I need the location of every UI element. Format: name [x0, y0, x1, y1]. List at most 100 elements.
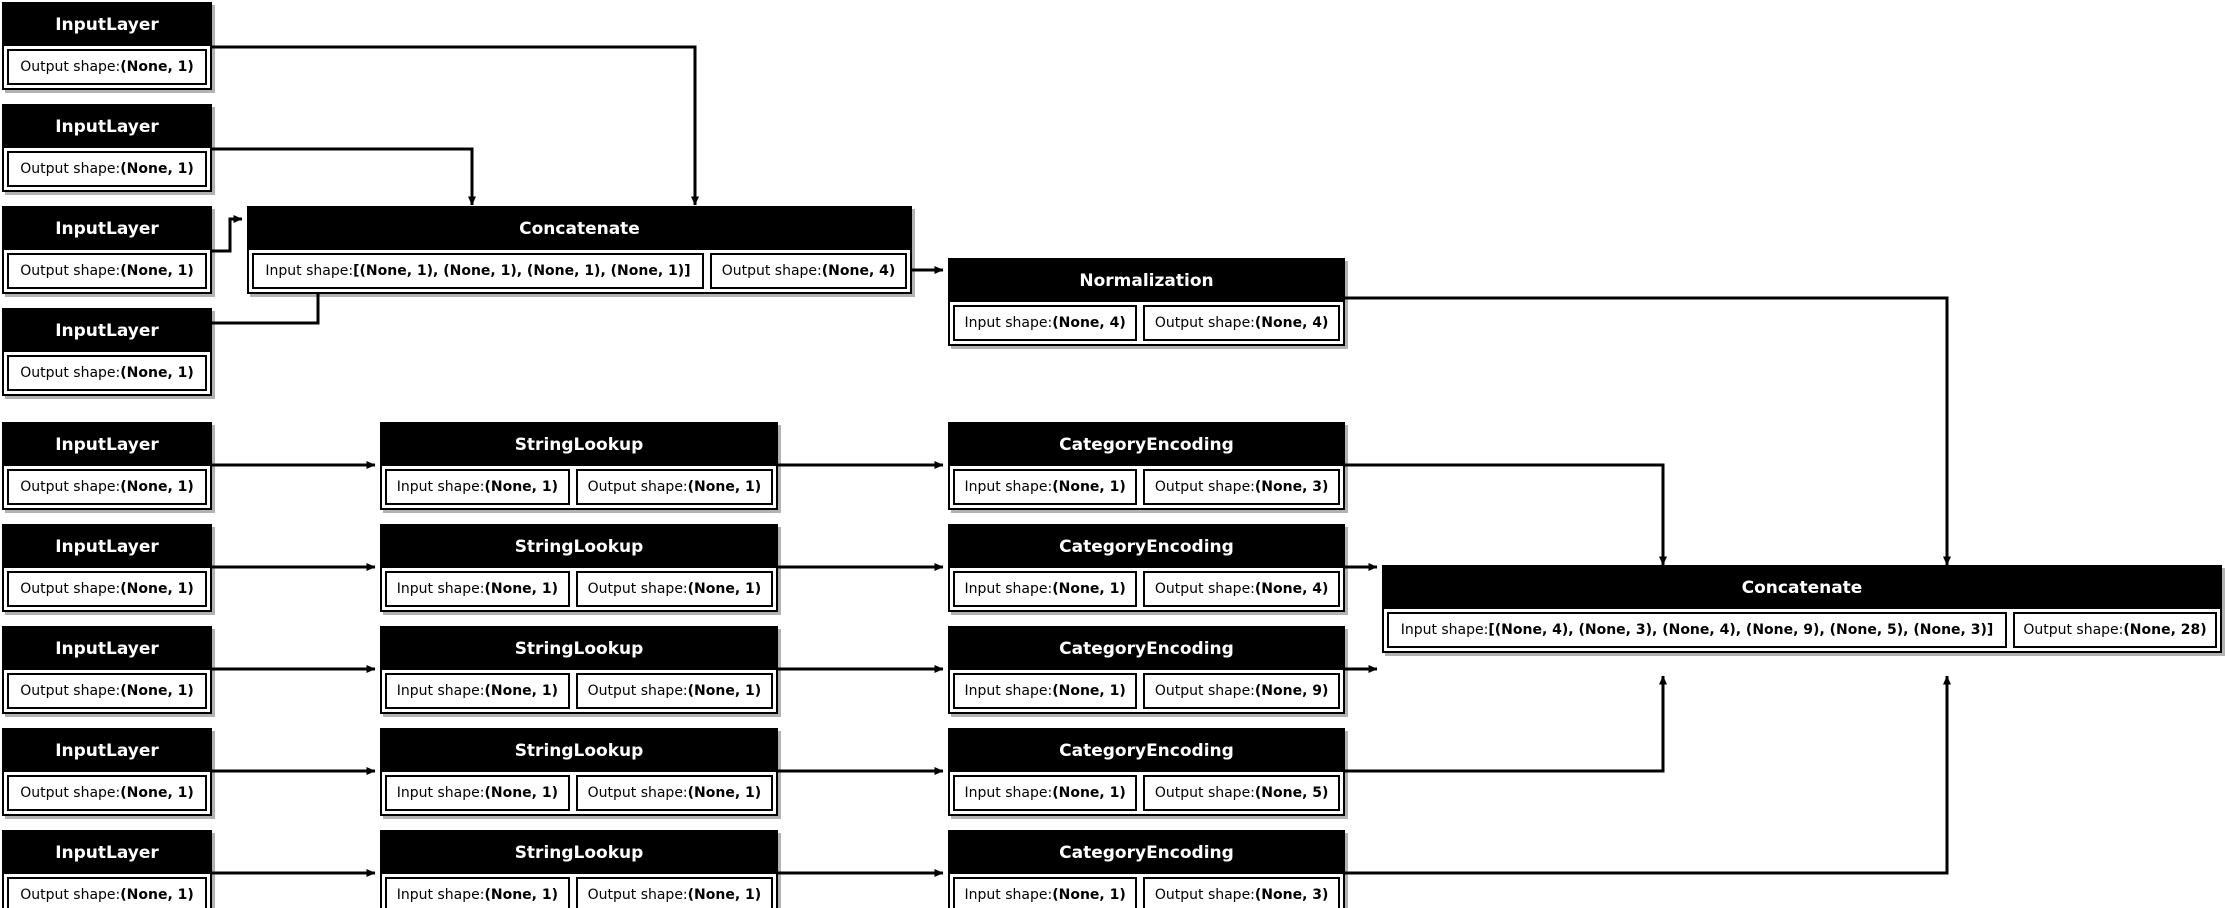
- node-shape-row: Input shape: (None, 1) Output shape: (No…: [950, 874, 1343, 908]
- node-shape-row: Input shape: (None, 4) Output shape: (No…: [950, 302, 1343, 344]
- output-shape-cell: Output shape: (None, 1): [7, 49, 207, 85]
- input-shape-value: (None, 1): [1052, 479, 1126, 495]
- node-input-layer-4[interactable]: InputLayer Output shape: (None, 1): [2, 308, 212, 396]
- node-shape-row: Input shape: [(None, 1), (None, 1), (Non…: [249, 250, 910, 292]
- output-shape-label: Output shape:: [587, 581, 688, 597]
- output-shape-cell: Output shape: (None, 1): [7, 877, 207, 908]
- input-shape-value: [(None, 4), (None, 3), (None, 4), (None,…: [1488, 622, 1994, 638]
- output-shape-cell: Output shape: (None, 9): [1143, 673, 1340, 709]
- output-shape-cell: Output shape: (None, 1): [7, 151, 207, 187]
- node-string-lookup-1[interactable]: StringLookup Input shape: (None, 1) Outp…: [380, 422, 778, 510]
- output-shape-label: Output shape:: [587, 479, 688, 495]
- output-shape-cell: Output shape: (None, 1): [7, 775, 207, 811]
- output-shape-cell: Output shape: (None, 1): [7, 469, 207, 505]
- output-shape-value: (None, 1): [120, 785, 194, 801]
- input-shape-label: Input shape:: [396, 887, 485, 903]
- node-title: InputLayer: [4, 730, 210, 772]
- output-shape-cell: Output shape: (None, 1): [575, 571, 773, 607]
- node-input-layer-3[interactable]: InputLayer Output shape: (None, 1): [2, 206, 212, 294]
- node-input-layer-7[interactable]: InputLayer Output shape: (None, 1): [2, 626, 212, 714]
- output-shape-value: (None, 28): [2123, 622, 2207, 638]
- output-shape-value: (None, 1): [120, 59, 194, 75]
- output-shape-label: Output shape:: [1154, 315, 1255, 331]
- output-shape-cell: Output shape: (None, 4): [1143, 305, 1340, 341]
- node-input-layer-8[interactable]: InputLayer Output shape: (None, 1): [2, 728, 212, 816]
- input-shape-cell: Input shape: (None, 1): [953, 775, 1138, 811]
- node-input-layer-9[interactable]: InputLayer Output shape: (None, 1): [2, 830, 212, 908]
- output-shape-value: (None, 1): [687, 581, 762, 597]
- input-shape-label: Input shape:: [964, 683, 1053, 699]
- node-shape-row: Output shape: (None, 1): [4, 772, 210, 814]
- node-string-lookup-2[interactable]: StringLookup Input shape: (None, 1) Outp…: [380, 524, 778, 612]
- node-title: InputLayer: [4, 832, 210, 874]
- output-shape-value: (None, 1): [687, 887, 762, 903]
- node-shape-row: Input shape: (None, 1) Output shape: (No…: [950, 568, 1343, 610]
- node-input-layer-6[interactable]: InputLayer Output shape: (None, 1): [2, 524, 212, 612]
- node-category-encoding-5[interactable]: CategoryEncoding Input shape: (None, 1) …: [948, 830, 1345, 908]
- output-shape-cell: Output shape: (None, 1): [575, 673, 773, 709]
- output-shape-label: Output shape:: [20, 683, 121, 699]
- node-string-lookup-4[interactable]: StringLookup Input shape: (None, 1) Outp…: [380, 728, 778, 816]
- node-category-encoding-2[interactable]: CategoryEncoding Input shape: (None, 1) …: [948, 524, 1345, 612]
- output-shape-value: (None, 1): [120, 479, 194, 495]
- node-concatenate-numeric[interactable]: Concatenate Input shape: [(None, 1), (No…: [247, 206, 912, 294]
- node-shape-row: Output shape: (None, 1): [4, 568, 210, 610]
- input-shape-cell: Input shape: (None, 1): [385, 673, 570, 709]
- input-shape-value: (None, 1): [484, 887, 558, 903]
- node-title: InputLayer: [4, 424, 210, 466]
- input-shape-label: Input shape:: [964, 479, 1053, 495]
- input-shape-label: Input shape:: [396, 479, 485, 495]
- input-shape-value: (None, 1): [484, 785, 558, 801]
- node-shape-row: Input shape: (None, 1) Output shape: (No…: [950, 772, 1343, 814]
- output-shape-cell: Output shape: (None, 1): [7, 673, 207, 709]
- output-shape-cell: Output shape: (None, 28): [2013, 612, 2217, 648]
- input-shape-value: (None, 1): [1052, 683, 1126, 699]
- output-shape-value: (None, 3): [1254, 479, 1329, 495]
- node-input-layer-1[interactable]: InputLayer Output shape: (None, 1): [2, 2, 212, 90]
- input-shape-value: (None, 1): [484, 581, 558, 597]
- input-shape-label: Input shape:: [964, 887, 1053, 903]
- input-shape-value: (None, 1): [484, 479, 558, 495]
- node-string-lookup-5[interactable]: StringLookup Input shape: (None, 1) Outp…: [380, 830, 778, 908]
- output-shape-label: Output shape:: [20, 581, 121, 597]
- node-shape-row: Input shape: (None, 1) Output shape: (No…: [382, 874, 776, 908]
- input-shape-label: Input shape:: [396, 581, 485, 597]
- node-title: InputLayer: [4, 4, 210, 46]
- input-shape-cell: Input shape: [(None, 4), (None, 3), (Non…: [1387, 612, 2007, 648]
- input-shape-label: Input shape:: [1400, 622, 1489, 638]
- node-normalization[interactable]: Normalization Input shape: (None, 4) Out…: [948, 258, 1345, 346]
- output-shape-cell: Output shape: (None, 1): [575, 469, 773, 505]
- node-shape-row: Input shape: (None, 1) Output shape: (No…: [950, 670, 1343, 712]
- output-shape-cell: Output shape: (None, 3): [1143, 469, 1340, 505]
- node-title: CategoryEncoding: [950, 526, 1343, 568]
- output-shape-label: Output shape:: [587, 785, 688, 801]
- output-shape-value: (None, 1): [120, 581, 194, 597]
- node-shape-row: Output shape: (None, 1): [4, 250, 210, 292]
- node-title: Concatenate: [249, 208, 910, 250]
- node-shape-row: Input shape: (None, 1) Output shape: (No…: [382, 772, 776, 814]
- output-shape-value: (None, 1): [687, 479, 762, 495]
- input-shape-cell: Input shape: (None, 1): [953, 673, 1138, 709]
- node-category-encoding-1[interactable]: CategoryEncoding Input shape: (None, 1) …: [948, 422, 1345, 510]
- output-shape-value: (None, 4): [1254, 581, 1329, 597]
- input-shape-value: (None, 1): [1052, 581, 1126, 597]
- node-shape-row: Input shape: (None, 1) Output shape: (No…: [950, 466, 1343, 508]
- node-input-layer-2[interactable]: InputLayer Output shape: (None, 1): [2, 104, 212, 192]
- output-shape-cell: Output shape: (None, 1): [575, 775, 773, 811]
- input-shape-label: Input shape:: [396, 683, 485, 699]
- output-shape-value: (None, 1): [120, 263, 194, 279]
- node-concatenate-all[interactable]: Concatenate Input shape: [(None, 4), (No…: [1382, 565, 2222, 653]
- output-shape-cell: Output shape: (None, 1): [7, 571, 207, 607]
- node-category-encoding-4[interactable]: CategoryEncoding Input shape: (None, 1) …: [948, 728, 1345, 816]
- node-shape-row: Input shape: (None, 1) Output shape: (No…: [382, 466, 776, 508]
- node-input-layer-5[interactable]: InputLayer Output shape: (None, 1): [2, 422, 212, 510]
- node-category-encoding-3[interactable]: CategoryEncoding Input shape: (None, 1) …: [948, 626, 1345, 714]
- input-shape-cell: Input shape: [(None, 1), (None, 1), (Non…: [252, 253, 704, 289]
- output-shape-label: Output shape:: [587, 683, 688, 699]
- node-string-lookup-3[interactable]: StringLookup Input shape: (None, 1) Outp…: [380, 626, 778, 714]
- output-shape-label: Output shape:: [2023, 622, 2124, 638]
- node-shape-row: Input shape: (None, 1) Output shape: (No…: [382, 670, 776, 712]
- input-shape-cell: Input shape: (None, 4): [953, 305, 1138, 341]
- output-shape-label: Output shape:: [1154, 479, 1255, 495]
